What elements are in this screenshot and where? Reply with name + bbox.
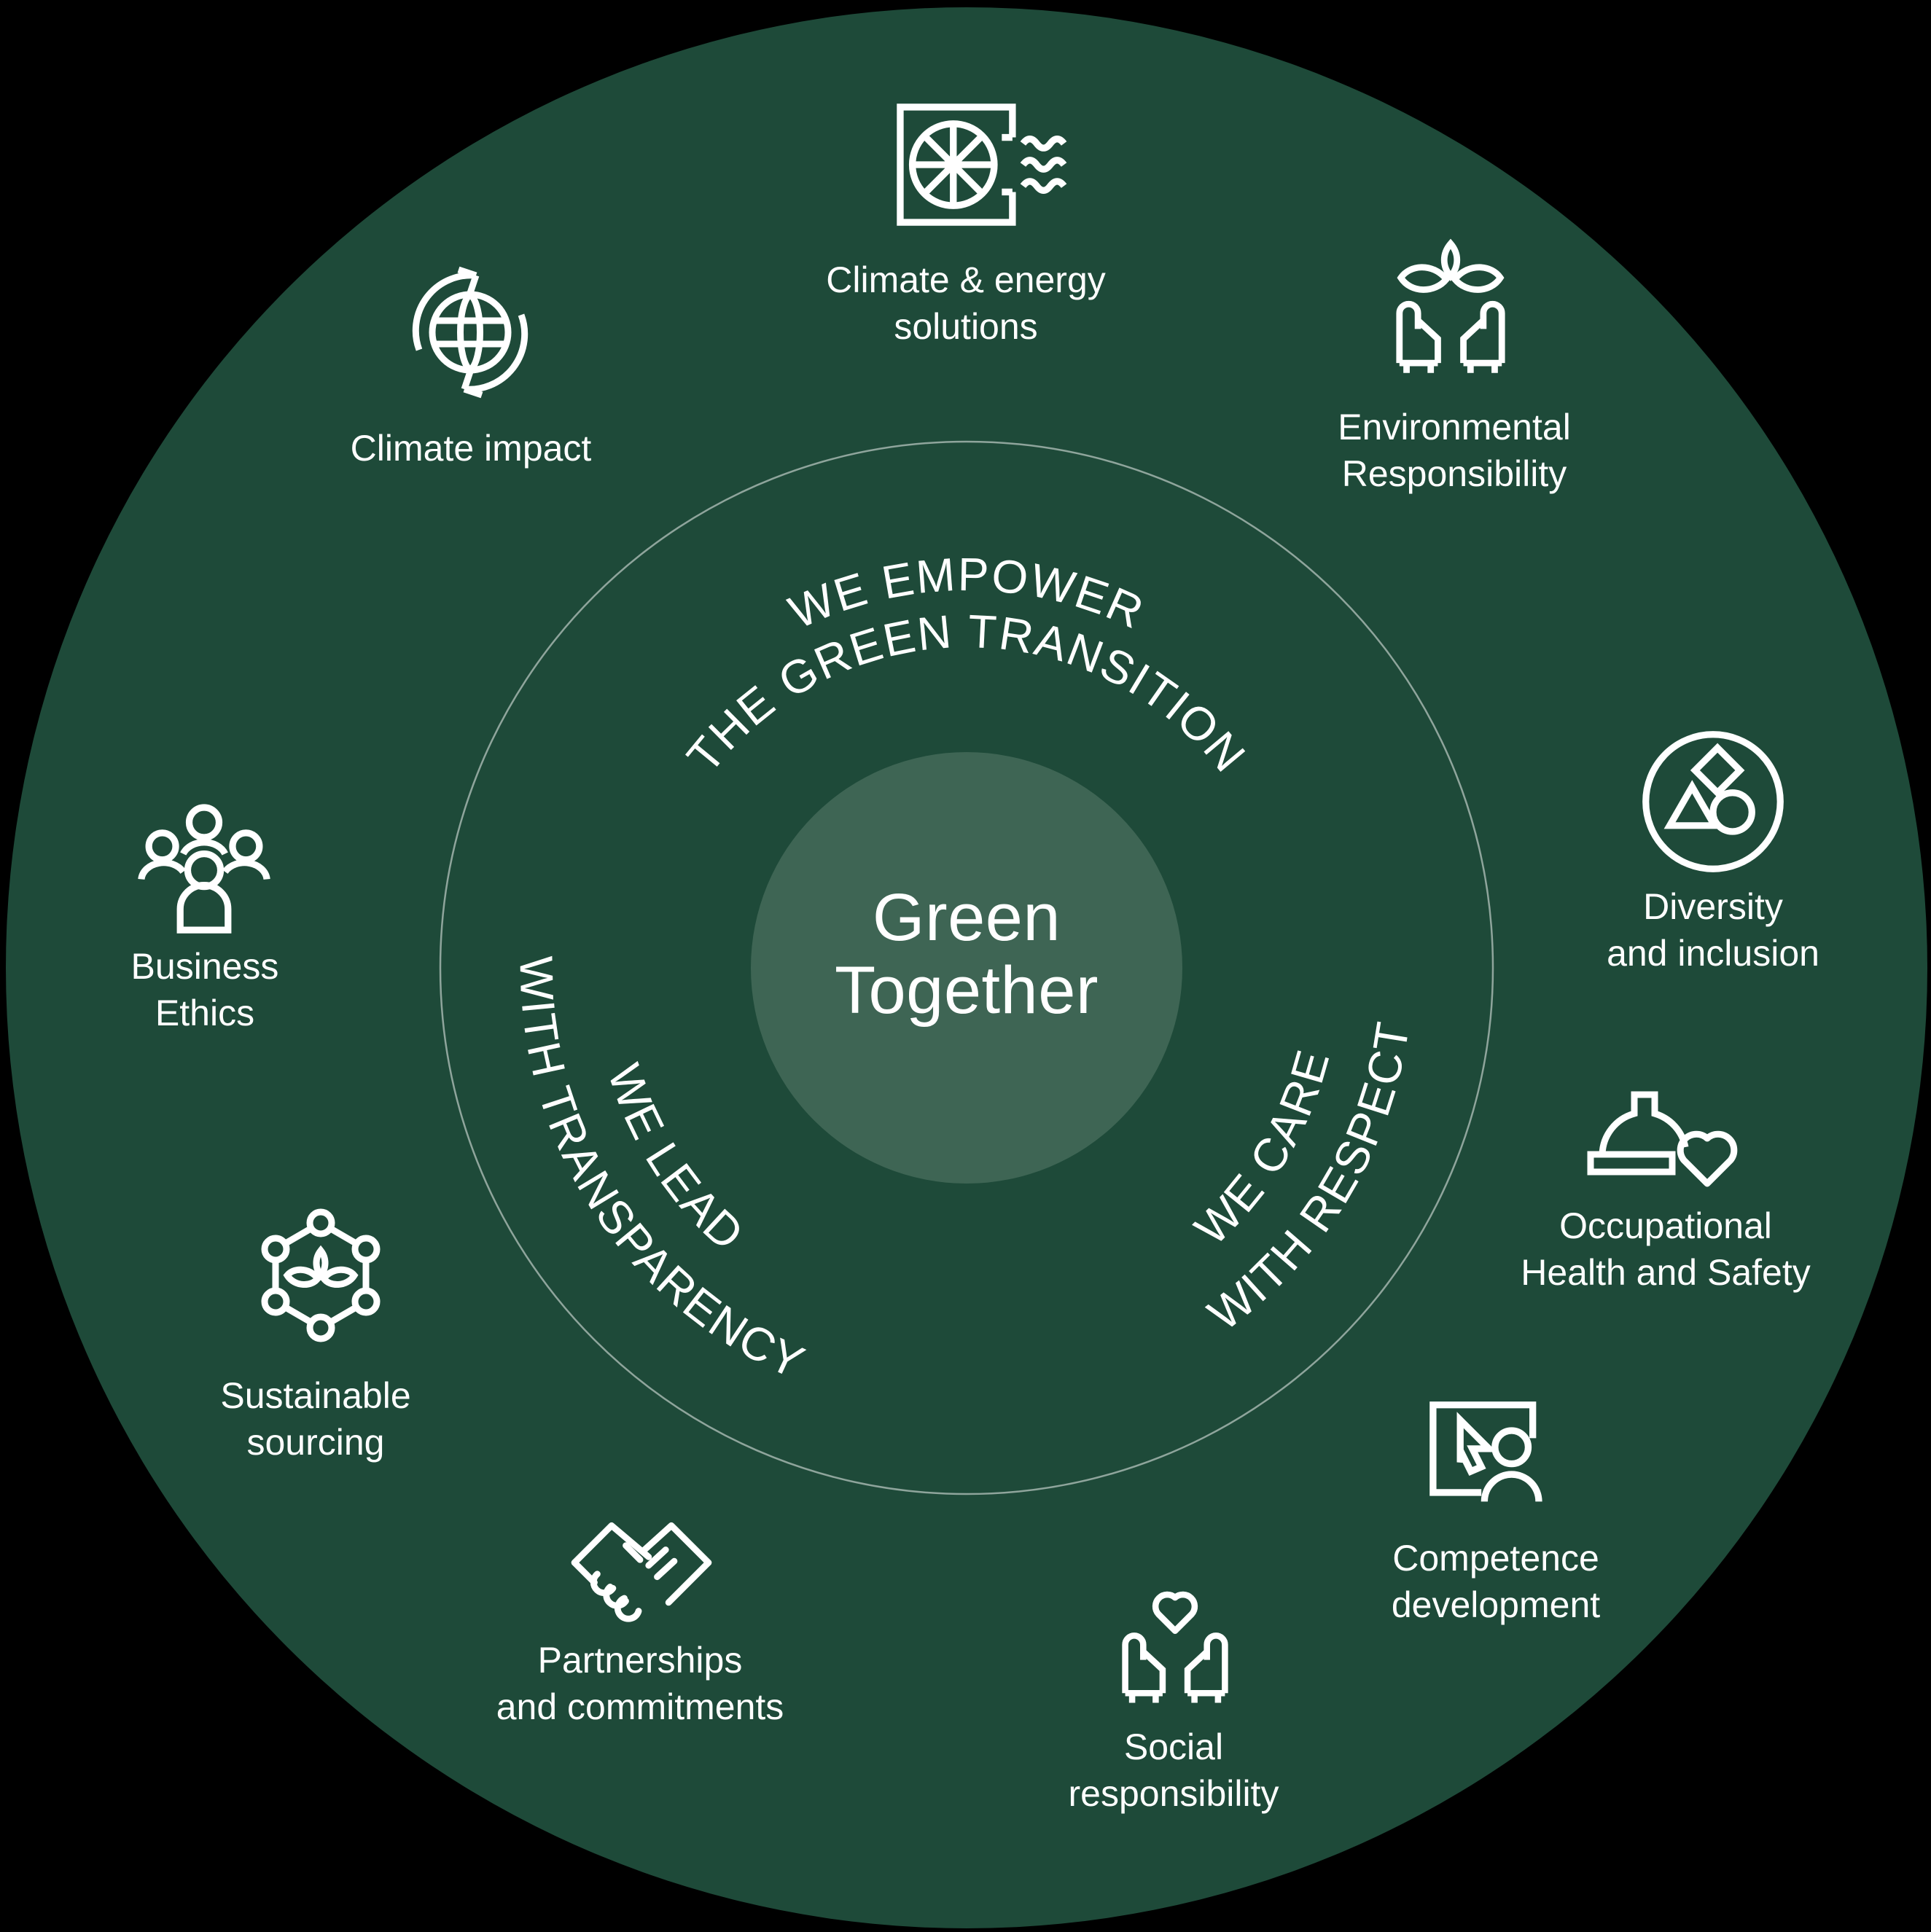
- inner-ring: [439, 440, 1494, 1495]
- people-group-icon: [130, 793, 279, 942]
- center-circle: [751, 752, 1182, 1184]
- partnerships-commitments-label: Partnerships and commitments: [496, 1640, 784, 1727]
- shapes-circle-icon: [1639, 727, 1788, 877]
- hands-heart-icon: [1106, 1568, 1244, 1714]
- screen-cursor-person-icon: [1415, 1384, 1581, 1520]
- climate-energy-solutions-label: Climate & energy solutions: [826, 259, 1106, 347]
- occupational-health-safety-label: Occupational Health and Safety: [1521, 1205, 1811, 1293]
- diversity-and-inclusion-label: Diversity and inclusion: [1607, 886, 1819, 974]
- hardhat-heart-icon: [1582, 1076, 1757, 1192]
- center-title-line1: Green: [872, 880, 1061, 955]
- sustainable-sourcing-label: Sustainable sourcing: [220, 1375, 411, 1463]
- handshake-icon: [563, 1503, 720, 1631]
- center-title: Green Together: [835, 881, 1099, 1027]
- climate-impact-label: Climate impact: [350, 428, 592, 469]
- social-responsibility-label: Social responsibility: [1068, 1726, 1279, 1814]
- business-ethics-label: Business Ethics: [130, 946, 279, 1033]
- value-empower-line2: THE GREEN TRANSITION: [676, 605, 1256, 783]
- environmental-responsibility-label: Environmental Responsibility: [1338, 407, 1571, 494]
- fan-airflow-icon: [882, 89, 1072, 240]
- competence-development-label: Competence development: [1391, 1538, 1601, 1625]
- globe-arrows-icon: [390, 257, 550, 402]
- center-title-line2: Together: [834, 953, 1099, 1028]
- plant-network-icon: [248, 1202, 394, 1348]
- hands-plant-icon: [1380, 235, 1522, 385]
